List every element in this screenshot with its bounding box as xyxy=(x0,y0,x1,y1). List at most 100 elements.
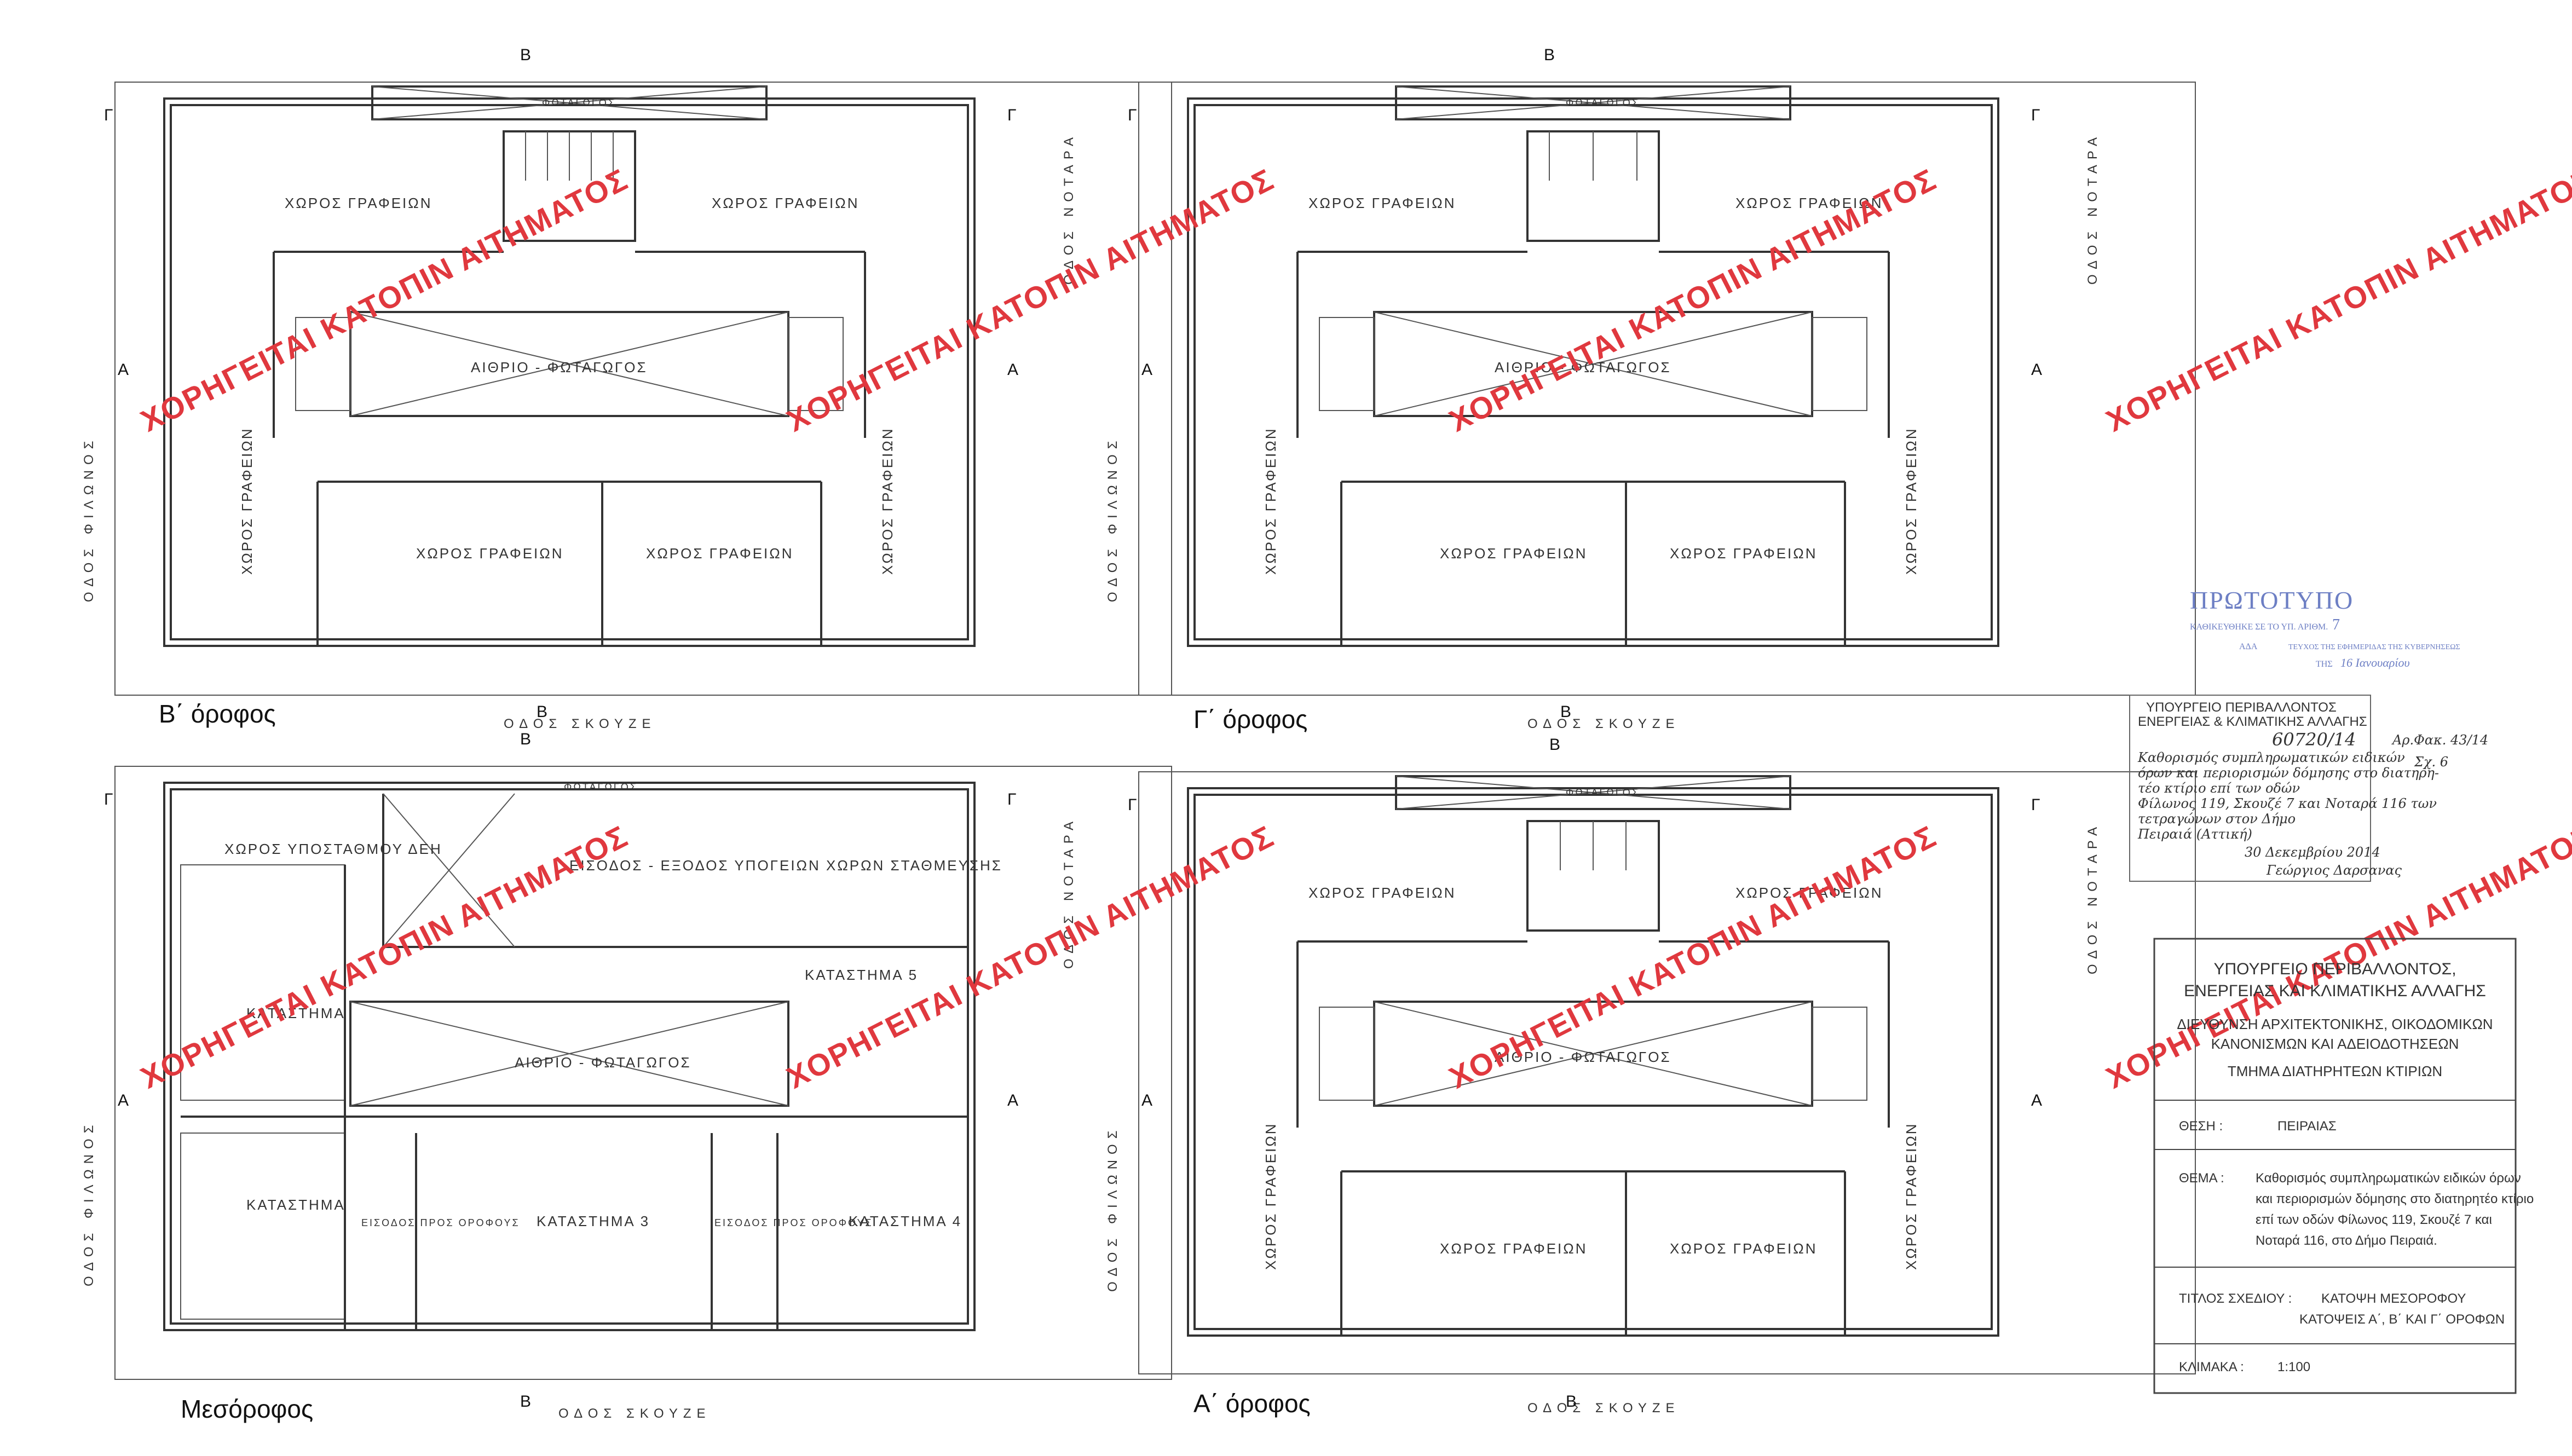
section-mark-b: Β xyxy=(1549,736,1560,754)
room-label: ΧΩΡΟΣ ΓΡΑΦΕΙΩΝ xyxy=(1308,195,1456,211)
street-label-south: ΟΔΟΣ ΣΚΟΥΖΕ xyxy=(1527,1401,1680,1415)
plan-mezzanine: ΧΩΡΟΣ ΥΠΟΣΤΑΘΜΟΥ ΔΕΗ ΦΩΤΑΓΩΓΟΣ ΕΙΣΟΔΟΣ -… xyxy=(82,730,1172,1423)
street-label-east: ΟΔΟΣ ΝΟΤΑΡΑ xyxy=(2085,132,2100,285)
section-mark-a: Α xyxy=(1141,361,1152,379)
street-label-west: ΟΔΟΣ ΦΙΛΩΝΟΣ xyxy=(1105,1125,1120,1292)
section-mark-g: Γ xyxy=(1007,790,1017,808)
outer-wall xyxy=(1187,787,1999,1337)
stamp-text: 7 xyxy=(2332,616,2340,633)
skylight-box xyxy=(1395,775,1791,810)
room-label: ΧΩΡΟΣ ΓΡΑΦΕΙΩΝ xyxy=(1670,1240,1818,1257)
subject-line: Καθορισμός συμπληρωματικών ειδικών όρων xyxy=(2256,1171,2521,1186)
ramp-cross xyxy=(383,793,515,947)
section-mark-a: Α xyxy=(118,361,129,379)
drawing-line: ΚΑΤΟΨΗ ΜΕΣΟΡΟΦΟΥ xyxy=(2321,1291,2466,1306)
room-label: ΧΩΡΟΣ ΓΡΑΦΕΙΩΝ xyxy=(879,427,896,575)
room-label: ΧΩΡΟΣ ΓΡΑΦΕΙΩΝ xyxy=(712,195,860,211)
atrium-cross-b xyxy=(350,311,789,417)
stamp-text: ΥΠΟΥΡΓΕΙΟ ΠΕΡΙΒΑΛΛΟΝΤΟΣ xyxy=(2146,700,2337,715)
room-label: ΚΑΤΑΣΤΗΜΑ xyxy=(246,1005,345,1021)
room-label: ΚΑΤΑΣΤΗΜΑ 3 xyxy=(537,1213,650,1229)
authority-line: ΤΜΗΜΑ ΔΙΑΤΗΡΗΤΕΩΝ ΚΤΙΡΙΩΝ xyxy=(2228,1063,2442,1079)
room-label: ΧΩΡΟΣ ΓΡΑΦΕΙΩΝ xyxy=(416,545,564,562)
stamp-text: ΕΝΕΡΓΕΙΑΣ & ΚΛΙΜΑΤΙΚΗΣ ΑΛΛΑΓΗΣ xyxy=(2138,714,2367,729)
site-boundary xyxy=(114,82,1172,696)
section-mark-b: Β xyxy=(1544,46,1555,64)
atrium-cross-b xyxy=(1374,1001,1813,1106)
room-label: ΧΩΡΟΣ ΓΡΑΦΕΙΩΝ xyxy=(1735,885,1883,901)
street-label-west: ΟΔΟΣ ΦΙΛΩΝΟΣ xyxy=(82,1120,96,1287)
room-label: ΕΙΣΟΔΟΣ ΠΡΟΣ ΟΡΟΦΟΥΣ xyxy=(714,1217,873,1228)
room-label: ΚΑΤΑΣΤΗΜΑ xyxy=(246,1197,345,1213)
site-boundary xyxy=(1138,771,2196,1374)
section-mark-g: Γ xyxy=(104,790,113,808)
room-label: ΧΩΡΟΣ ΓΡΑΦΕΙΩΝ xyxy=(1262,1123,1279,1270)
section-mark-g: Γ xyxy=(2031,106,2040,124)
floor-title: Β΄ όροφος xyxy=(159,700,276,728)
room-label: ΑΙΘΡΙΟ - ΦΩΤΑΓΩΓΟΣ xyxy=(471,359,648,375)
authority-line: ΕΝΕΡΓΕΙΑΣ ΚΑΙ ΚΛΙΜΑΤΙΚΗΣ ΑΛΛΑΓΗΣ xyxy=(2184,982,2486,1000)
section-mark-b: Β xyxy=(520,46,531,64)
room-label: ΑΙΘΡΙΟ - ΦΩΤΑΓΩΓΟΣ xyxy=(515,1054,691,1071)
room-label: ΧΩΡΟΣ ΓΡΑΦΕΙΩΝ xyxy=(1440,545,1588,562)
room-label: ΧΩΡΟΣ ΓΡΑΦΕΙΩΝ xyxy=(1670,545,1818,562)
street-label-south: ΟΔΟΣ ΣΚΟΥΖΕ xyxy=(558,1406,711,1421)
stamp-text: ΤΕΥΧΟΣ ΤΗΣ ΕΦΗΜΕΡΙΔΑΣ ΤΗΣ ΚΥΒΕΡΝΗΣΕΩΣ xyxy=(2288,643,2460,651)
room-label: ΕΙΣΟΔΟΣ ΠΡΟΣ ΟΡΟΦΟΥΣ xyxy=(361,1217,520,1228)
watermark: ΧΟΡΗΓΕΙΤΑΙ ΚΑΤΟΠΙΝ ΑΙΤΗΜΑΤΟΣ xyxy=(2101,818,2572,1095)
floor-title: Α΄ όροφος xyxy=(1193,1389,1311,1418)
stamp-sheet: Σχ. 6 xyxy=(2414,754,2448,770)
section-mark-b: Β xyxy=(520,730,531,748)
section-mark-a: Α xyxy=(2031,1091,2042,1110)
site-boundary xyxy=(114,766,1172,1380)
room-label: ΧΩΡΟΣ ΥΠΟΣΤΑΘΜΟΥ ΔΕΗ xyxy=(224,841,442,857)
stamp-text: 30 Δεκεμβρίου 2014 xyxy=(2245,845,2380,860)
plan-third-floor: ΧΩΡΟΣ ΓΡΑΦΕΙΩΝ ΧΩΡΟΣ ΓΡΑΦΕΙΩΝ ΧΩΡΟΣ ΓΡΑΦ… xyxy=(1105,46,2196,733)
stamp-text: τέο κτίριο επί των οδών xyxy=(2138,781,2300,796)
section-mark-a: Α xyxy=(118,1091,129,1110)
room-label: ΦΩΤΑΓΩΓΟΣ xyxy=(1566,787,1640,798)
authority-line: ΥΠΟΥΡΓΕΙΟ ΠΕΡΙΒΑΛΛΟΝΤΟΣ, xyxy=(2213,960,2456,978)
drawing-label: ΤΙΤΛΟΣ ΣΧΕΔΙΟΥ : xyxy=(2179,1291,2292,1306)
room-label: ΦΩΤΑΓΩΓΟΣ xyxy=(542,97,616,108)
section-mark-g: Γ xyxy=(1128,106,1137,124)
stamp-original: ΠΡΩΤΟΤΥΠΟ ΚΑΘΙΚΕΥΘΗΚΕ ΣΕ ΤΟ ΥΠ. ΑΡΙΘΜ. 7… xyxy=(2190,586,2460,669)
room-label: ΑΙΘΡΙΟ - ΦΩΤΑΓΩΓΟΣ xyxy=(1495,1049,1671,1065)
stamp-border xyxy=(2129,695,2371,882)
room-label: ΧΩΡΟΣ ΓΡΑΦΕΙΩΝ xyxy=(1308,885,1456,901)
stamp-text: Καθορισμός συμπληρωματικών ειδικών xyxy=(2137,750,2405,765)
atrium-cross-b xyxy=(350,1001,789,1106)
plan-first-floor: ΧΩΡΟΣ ΓΡΑΦΕΙΩΝ ΧΩΡΟΣ ΓΡΑΦΕΙΩΝ ΧΩΡΟΣ ΓΡΑΦ… xyxy=(1105,736,2196,1418)
section-mark-g: Γ xyxy=(1128,796,1137,814)
stamp-text: 60720/14 xyxy=(2272,729,2356,750)
section-mark-b: Β xyxy=(1560,703,1571,721)
subject-label: ΘΕΜΑ : xyxy=(2179,1171,2224,1186)
outer-wall xyxy=(163,97,976,647)
floor-title: Γ΄ όροφος xyxy=(1193,705,1307,733)
location-value: ΠΕΙΡΑΙΑΣ xyxy=(2277,1119,2337,1134)
stamp-text: όρων και περιορισμών δόμησης στο διατηρη… xyxy=(2138,765,2439,781)
plan-second-floor: ΧΩΡΟΣ ΓΡΑΦΕΙΩΝ ΧΩΡΟΣ ΓΡΑΦΕΙΩΝ ΧΩΡΟΣ ΓΡΑΦ… xyxy=(82,46,1172,731)
stair-left xyxy=(1319,317,1375,411)
stair-right xyxy=(788,317,844,411)
stair-left xyxy=(1319,1007,1375,1101)
outer-wall-inner xyxy=(170,104,969,640)
room-label: ΧΩΡΟΣ ΓΡΑΦΕΙΩΝ xyxy=(285,195,432,211)
room-label: ΧΩΡΟΣ ΓΡΑΦΕΙΩΝ xyxy=(1903,427,1919,575)
section-mark-b: Β xyxy=(520,1393,531,1411)
floor-title: Μεσόροφος xyxy=(181,1395,313,1423)
skylight-cross-b xyxy=(372,86,767,120)
section-mark-a: Α xyxy=(1141,1091,1152,1110)
stamp-ministry: ΥΠΟΥΡΓΕΙΟ ΠΕΡΙΒΑΛΛΟΝΤΟΣ ΕΝΕΡΓΕΙΑΣ & ΚΛΙΜ… xyxy=(2129,695,2488,882)
shop-hatched xyxy=(180,1133,345,1320)
atrium-cross-b xyxy=(1374,311,1813,417)
outer-wall xyxy=(1187,97,1999,647)
scale-label: ΚΛΙΜΑΚΑ : xyxy=(2179,1360,2244,1374)
skylight-cross-b xyxy=(1395,776,1791,810)
stamp-title: ΠΡΩΤΟΤΥΠΟ xyxy=(2190,586,2354,614)
section-mark-g: Γ xyxy=(2031,796,2040,814)
section-mark-a: Α xyxy=(1007,361,1018,379)
outer-wall-inner xyxy=(1193,104,1993,640)
street-label-east: ΟΔΟΣ ΝΟΤΑΡΑ xyxy=(1062,816,1076,969)
scale-value: 1:100 xyxy=(2277,1360,2310,1374)
